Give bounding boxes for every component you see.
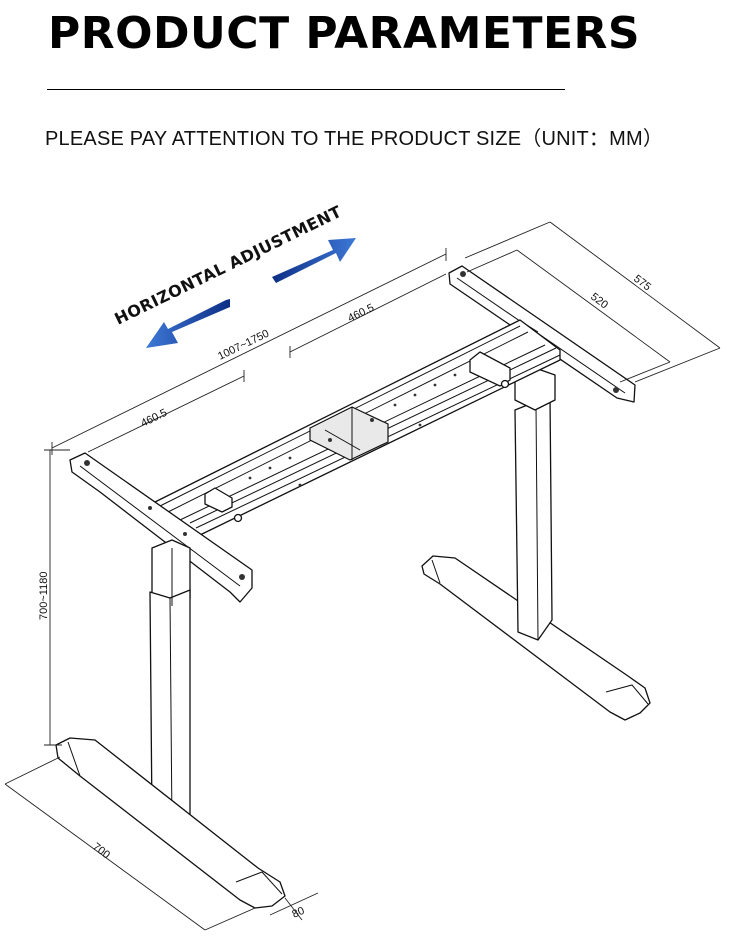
dim-outer-depth: 575 xyxy=(631,273,653,294)
desk-frame-diagram: HORIZONTAL ADJUSTMENT xyxy=(4,202,721,931)
dim-inner-depth: 520 xyxy=(588,291,610,312)
title-divider xyxy=(47,89,565,90)
desk-frame xyxy=(55,265,651,909)
dim-width-range: 1007~1750 xyxy=(216,328,271,363)
page-title: PRODUCT PARAMETERS xyxy=(48,8,641,59)
dimension-lines: 1007~1750 460.5 460.5 575 520 700~1180 7… xyxy=(4,221,721,931)
dim-right-beam: 460.5 xyxy=(346,302,376,325)
page-subtitle: PLEASE PAY ATTENTION TO THE PRODUCT SIZE… xyxy=(45,128,664,150)
dim-foot-length: 700 xyxy=(90,841,112,862)
arrow-right-icon xyxy=(272,238,356,283)
dim-foot-width: 80 xyxy=(290,905,306,921)
dim-left-beam: 460.5 xyxy=(139,407,169,430)
dim-height-range: 700~1180 xyxy=(38,572,50,620)
arrow-left-icon xyxy=(146,299,230,348)
horizontal-adjustment-annotation: HORIZONTAL ADJUSTMENT xyxy=(111,202,356,348)
